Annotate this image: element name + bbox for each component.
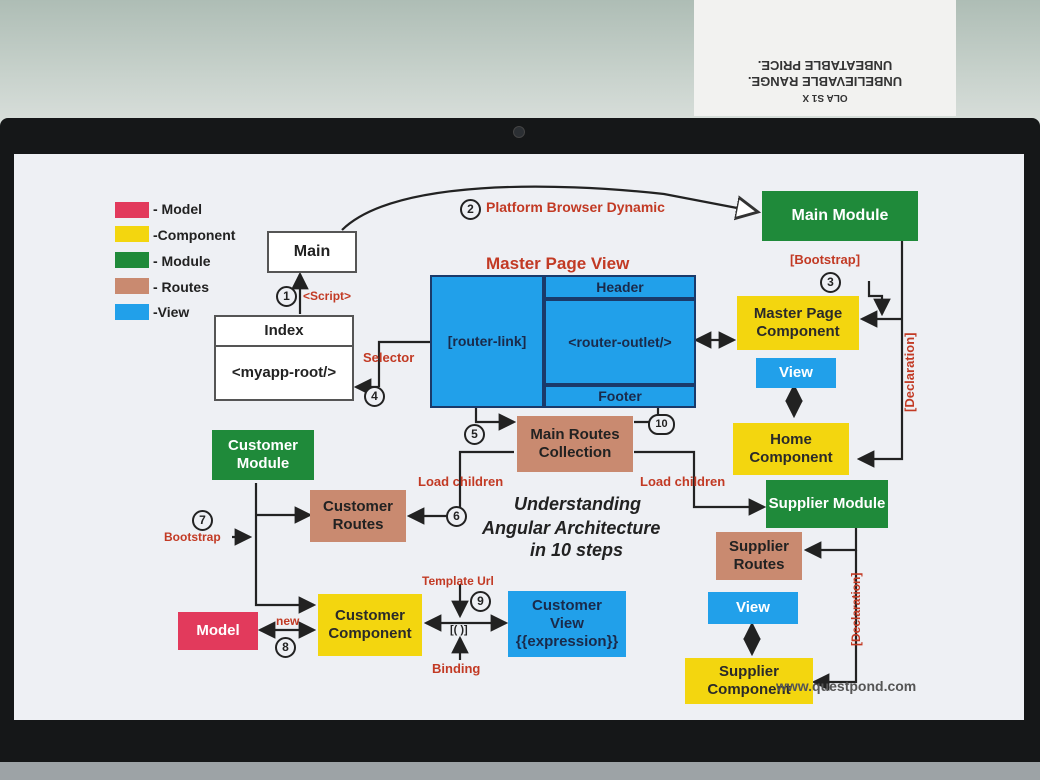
legend-label-view: -View [153,304,190,320]
step-1: 1 [276,286,297,307]
step-6: 6 [446,506,467,527]
step-7: 7 [192,510,213,531]
legend-label-model: - Model [153,201,202,217]
label-binding: Binding [432,661,481,676]
binding-symbol: [( )] [450,624,468,636]
customer-view-line3: {{expression}} [515,632,619,650]
step-9: 9 [470,591,491,612]
poster-brand: OLA S1 X [802,92,848,103]
label-load-children-left: Load children [418,474,504,489]
home-component-box: Home Component [733,423,849,475]
customer-module-box: Customer Module [212,430,314,480]
legend-swatch-model [115,202,149,218]
header-box: Header [544,275,696,299]
supplier-component-box: Supplier Component [685,658,813,704]
label-template-url: Template Url [422,574,494,588]
label-declaration-top: [Declaration] [902,332,917,412]
wall-poster: OLA S1 X UNBELIEVABLE RANGE. UNBEATABLE … [694,0,956,116]
model-box: Model [178,612,258,650]
label-declaration-bottom: [Declaration] [849,572,863,646]
legend-label-routes: - Routes [153,279,209,295]
master-page-view-title: Master Page View [486,254,630,273]
main-box: Main [267,231,357,273]
step-2: 2 [460,199,481,220]
footer-box: Footer [544,385,696,408]
title-line3: in 10 steps [530,540,624,560]
step-3: 3 [820,272,841,293]
label-bootstrap-left: Bootstrap [164,530,221,544]
poster-line2: UNBEATABLE PRICE. [757,58,893,73]
router-link-box[interactable]: [router-link] [430,275,544,408]
customer-component-box: Customer Component [318,594,422,656]
step-8: 8 [275,637,296,658]
connector-arrows [232,185,904,691]
index-box: Index [214,315,354,345]
step-10: 10 [648,414,675,435]
legend-swatch-view [115,304,149,320]
title-line1: Understanding [514,494,642,514]
label-selector: Selector [363,350,415,365]
legend-swatch-routes [115,278,149,294]
customer-view-line2: View [550,615,584,633]
title-line2: Angular Architecture [482,518,661,538]
view-top-box: View [756,358,836,388]
step-5: 5 [464,424,485,445]
poster-line1: UNBELIEVABLE RANGE. [747,74,903,89]
desk-surface [0,762,1040,780]
view-bottom-box: View [708,592,798,624]
step-4: 4 [364,386,385,407]
customer-routes-box: Customer Routes [310,490,406,542]
legend-swatch-component [115,226,149,242]
router-outlet-box: <router-outlet/> [544,299,696,385]
label-new: new [276,614,300,628]
label-bootstrap-top: [Bootstrap] [790,252,861,267]
main-routes-collection-box: Main Routes Collection [517,416,633,472]
label-script: <Script> [303,289,352,303]
legend-swatch-module [115,252,149,268]
supplier-module-box: Supplier Module [766,480,888,528]
master-page-component-box: Master Page Component [737,296,859,350]
legend-label-module: - Module [153,253,211,269]
customer-view-line1: Customer [531,597,602,615]
label-platform-browser-dynamic: Platform Browser Dynamic [486,199,665,215]
myapp-root-box: <myapp-root/> [214,345,354,401]
label-load-children-right: Load children [640,474,726,489]
legend-label-component: -Component [153,227,236,243]
webcam [513,126,525,138]
laptop-screen: - Model -Component - Module - Routes -Vi… [14,154,1024,720]
customer-view-box: Customer View {{expression}} [508,591,626,657]
supplier-routes-box: Supplier Routes [716,532,802,580]
watermark: www.questpond.com [776,678,917,694]
main-module-box: Main Module [762,191,918,241]
